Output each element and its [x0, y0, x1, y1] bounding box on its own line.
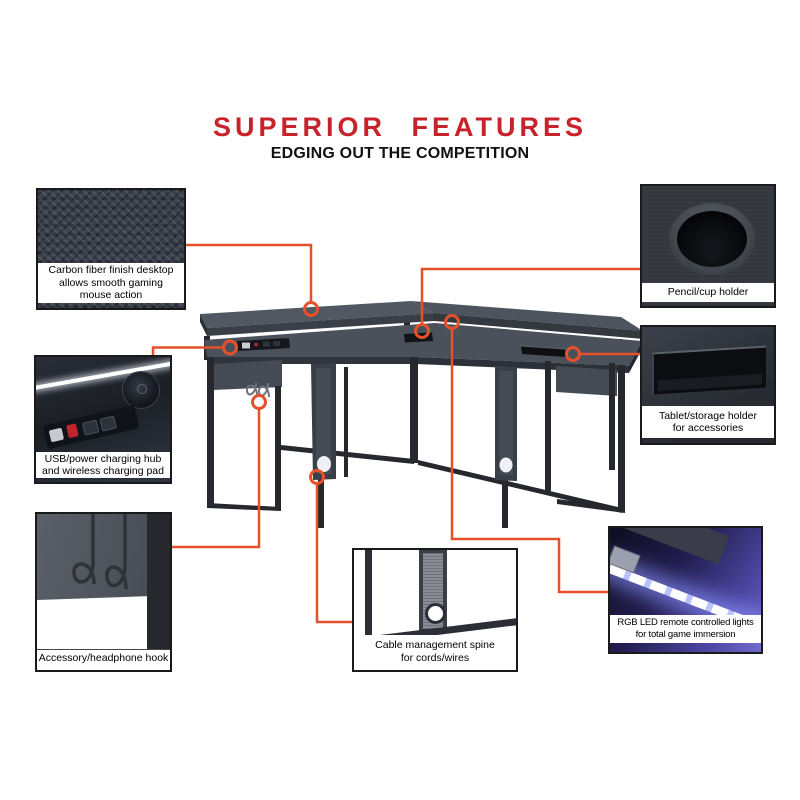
header: SUPERIOR FEATURES EDGING OUT THE COMPETI…: [0, 112, 800, 163]
callout-label-pencil: Pencil/cup holder: [642, 283, 774, 302]
hook-wires: [72, 514, 128, 590]
marker-tablet: [565, 346, 581, 362]
page-subtitle: EDGING OUT THE COMPETITION: [270, 145, 530, 162]
callout-box-tablet-storage: Tablet/storage holder for accessories: [640, 325, 776, 445]
monitor-shelf: [200, 301, 643, 339]
desk-leg-detail: [365, 550, 372, 642]
callout-label-carbon: Carbon fiber finish desktop allows smoot…: [38, 263, 184, 303]
callout-box-pencil-cup: Pencil/cup holder: [640, 184, 776, 308]
desk-legs: [207, 357, 625, 528]
callout-label-cable: Cable management spine for cords/wires: [354, 635, 516, 668]
callout-label-rgb: RGB LED remote controlled lights for tot…: [610, 615, 761, 643]
cable-spine-detail: [419, 550, 447, 632]
marker-hook: [251, 394, 267, 410]
marker-carbon: [303, 301, 319, 317]
page-title: SUPERIOR FEATURES: [212, 112, 588, 142]
callout-box-rgb-led: RGB LED remote controlled lights for tot…: [608, 526, 763, 654]
callout-box-carbon-fiber: Carbon fiber finish desktop allows smoot…: [36, 188, 186, 310]
callout-connector-lines: [151, 243, 640, 624]
power-hub: [42, 404, 140, 450]
marker-usb: [222, 339, 238, 356]
connector-usb: [151, 346, 224, 356]
connector-hook: [172, 408, 261, 549]
marker-cable: [309, 469, 325, 485]
desk-leg-band: [147, 514, 170, 651]
callout-box-accessory-hook: Accessory/headphone hook: [35, 512, 172, 672]
callout-label-usb: USB/power charging hub and wireless char…: [36, 452, 170, 478]
connector-pencil: [420, 267, 640, 325]
connector-rgb: [450, 328, 608, 594]
callout-target-markers: [222, 301, 581, 485]
callout-box-usb-charging: USB/power charging hub and wireless char…: [34, 355, 172, 484]
accessory-hooks: [245, 382, 270, 398]
storage-recess-detail: [652, 345, 766, 395]
desk-aprons: [213, 360, 617, 396]
wireless-charging-pad: [122, 371, 160, 409]
cable-pass-through-hole: [425, 603, 446, 624]
marker-pencil: [414, 323, 430, 339]
cup-holder-hole: [677, 211, 747, 267]
marker-rgb: [444, 314, 460, 330]
connector-carbon: [186, 243, 313, 303]
callout-label-tablet: Tablet/storage holder for accessories: [642, 406, 774, 438]
callout-label-hook: Accessory/headphone hook: [37, 649, 170, 667]
connector-cable: [315, 483, 352, 624]
cup-holder-rim: [669, 203, 755, 275]
accessory-hook-photo: [37, 514, 170, 670]
callout-box-cable-management: Cable management spine for cords/wires: [352, 548, 518, 672]
cable-spine-columns: [311, 363, 517, 481]
